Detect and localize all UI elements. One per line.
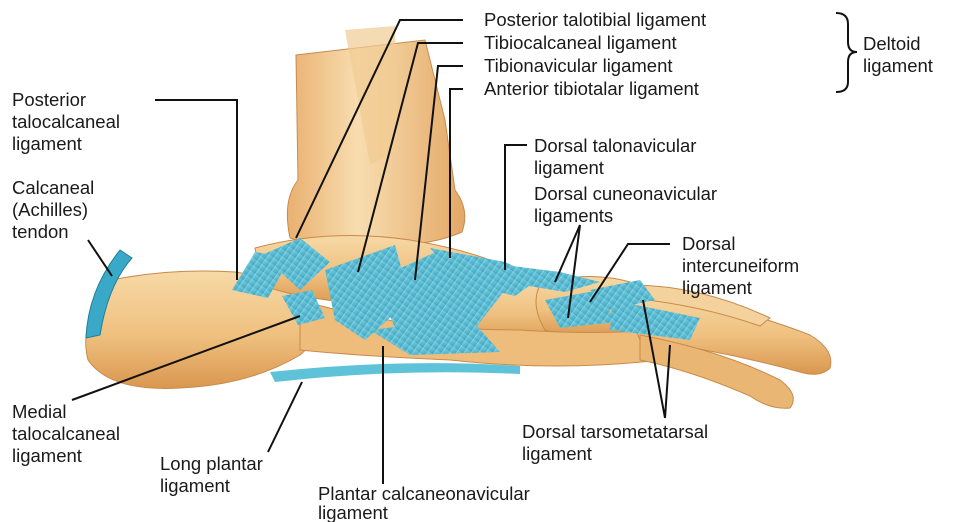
label-medial-talocalcaneal-3: ligament	[12, 445, 82, 466]
label-calcaneal-tendon-1: Calcaneal	[12, 177, 94, 198]
label-posterior-talocalcaneal-1: Posterior	[12, 89, 86, 110]
label-posterior-talocalcaneal-3: ligament	[12, 133, 82, 154]
label-dorsal-talonavicular-1: Dorsal talonavicular	[534, 135, 696, 156]
label-anterior-tibiotalar: Anterior tibiotalar ligament	[484, 78, 699, 99]
label-medial-talocalcaneal-2: talocalcaneal	[12, 423, 120, 444]
label-plantar-calcaneonavicular-2: ligament	[318, 502, 388, 522]
label-plantar-calcaneonavicular-1: Plantar calcaneonavicular	[318, 483, 530, 504]
leader-calcaneal-tendon	[88, 240, 112, 276]
leader-posterior-talocalcaneal	[155, 100, 237, 280]
label-dorsal-cuneonavicular-2: ligaments	[534, 205, 613, 226]
label-tibionavicular: Tibionavicular ligament	[484, 55, 673, 76]
label-deltoid-1: Deltoid	[863, 33, 921, 54]
label-calcaneal-tendon-3: tendon	[12, 221, 69, 242]
label-long-plantar-1: Long plantar	[160, 453, 263, 474]
long-plantar-band	[270, 363, 520, 382]
label-calcaneal-tendon-2: (Achilles)	[12, 199, 88, 220]
leader-long-plantar	[268, 382, 302, 452]
label-dorsal-tarsometatarsal-2: ligament	[522, 443, 592, 464]
label-dorsal-talonavicular-2: ligament	[534, 157, 604, 178]
label-dorsal-intercuneiform-2: intercuneiform	[682, 255, 799, 276]
label-posterior-talocalcaneal-2: talocalcaneal	[12, 111, 120, 132]
label-deltoid-2: ligament	[863, 55, 933, 76]
label-tibiocalcaneal: Tibiocalcaneal ligament	[484, 32, 677, 53]
label-dorsal-cuneonavicular-1: Dorsal cuneonavicular	[534, 183, 717, 204]
label-long-plantar-2: ligament	[160, 475, 230, 496]
label-dorsal-intercuneiform-1: Dorsal	[682, 233, 735, 254]
label-medial-talocalcaneal-1: Medial	[12, 401, 67, 422]
label-posterior-talotibial: Posterior talotibial ligament	[484, 9, 706, 30]
label-dorsal-tarsometatarsal-1: Dorsal tarsometatarsal	[522, 421, 708, 442]
leader-dorsal-talonavicular	[505, 145, 527, 270]
deltoid-brace	[836, 13, 857, 92]
label-dorsal-intercuneiform-3: ligament	[682, 277, 752, 298]
